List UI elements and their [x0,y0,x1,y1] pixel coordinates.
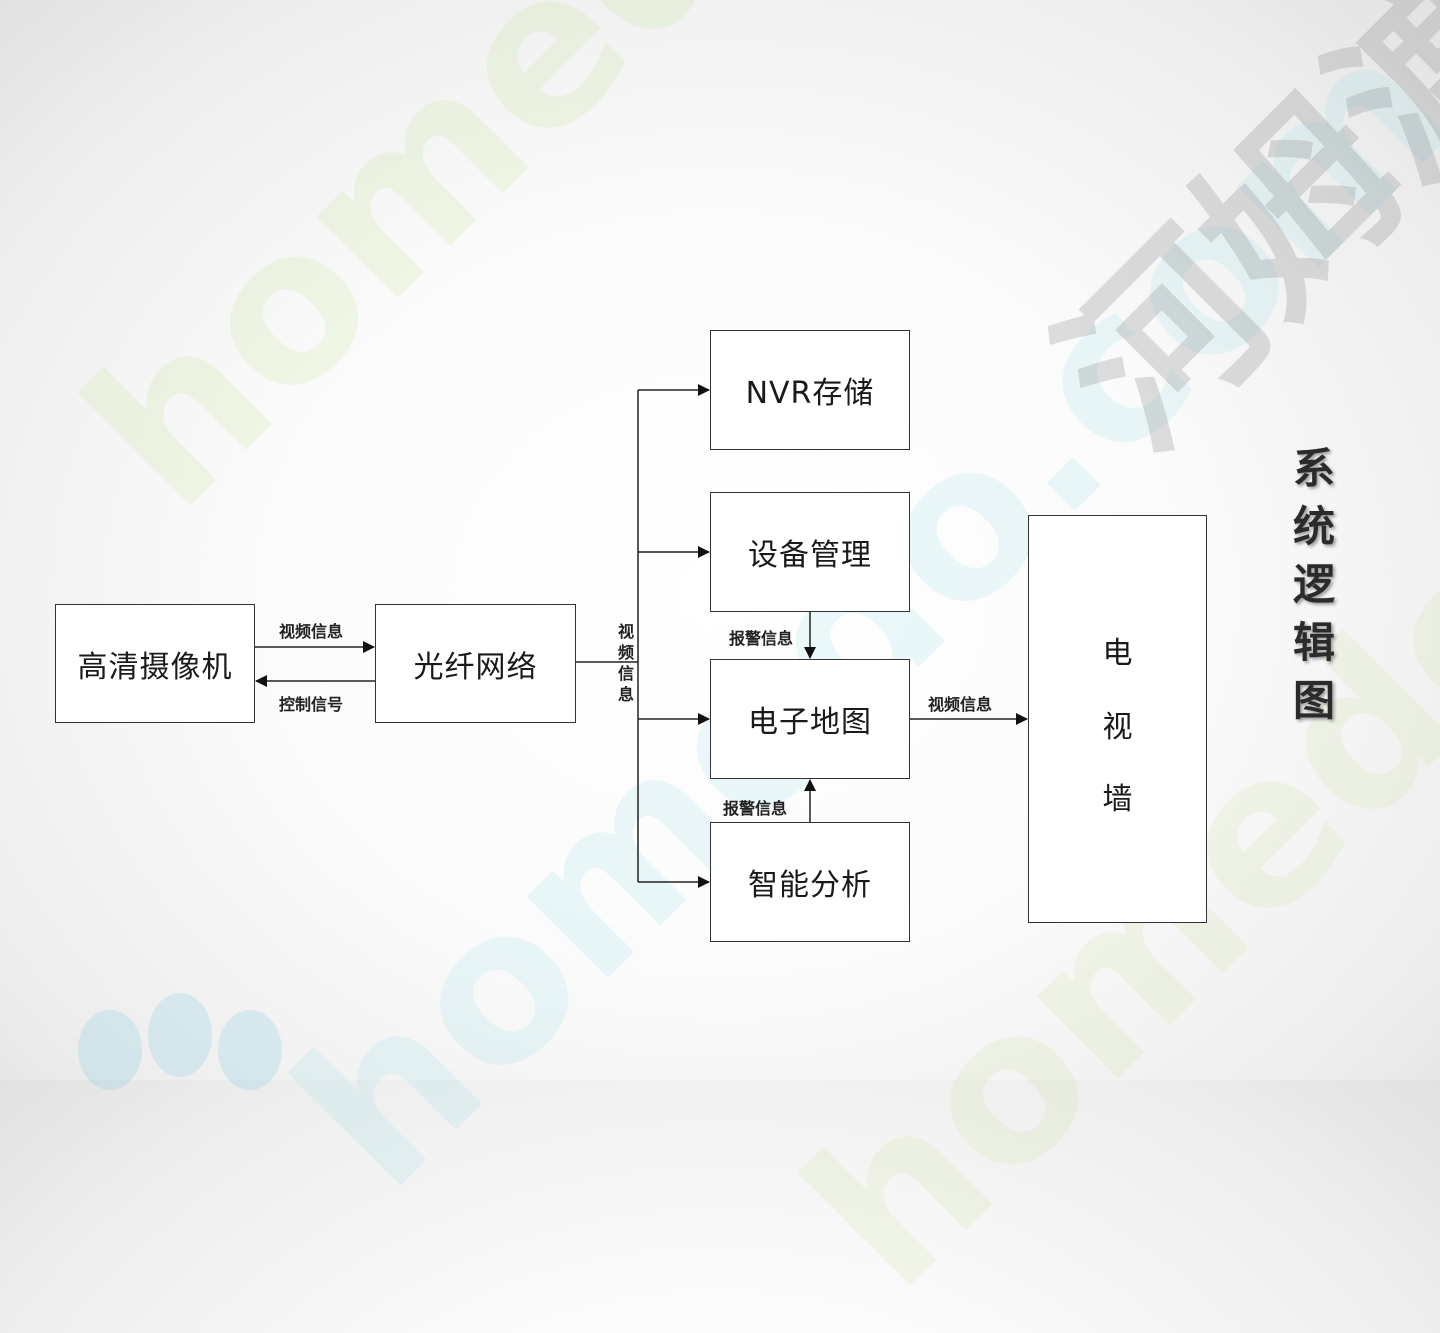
node-nvr-storage: NVR存储 [710,330,910,450]
tv-wall-char-2: 视 [1102,710,1133,745]
node-tv-wall: 电 视 墙 [1028,515,1207,923]
tv-wall-char-3: 墙 [1102,782,1133,817]
label-fiber-out: 视频信息 [617,622,634,704]
node-electronic-map: 电子地图 [710,659,910,779]
node-device-management: 设备管理 [710,492,910,612]
label-analysis-to-emap: 报警信息 [723,799,788,818]
label-camera-to-fiber: 视频信息 [279,622,344,641]
label-emap-to-tv: 视频信息 [928,695,993,714]
diagram-connectors [255,384,1028,888]
node-fiber-network: 光纤网络 [375,604,576,723]
label-device-to-emap: 报警信息 [729,629,794,648]
node-camera: 高清摄像机 [55,604,255,723]
node-intelligent-analysis: 智能分析 [710,822,910,942]
tv-wall-char-1: 电 [1102,636,1133,671]
page-title: 系统逻辑图 [1292,444,1335,725]
label-fiber-to-camera: 控制信号 [279,695,344,714]
